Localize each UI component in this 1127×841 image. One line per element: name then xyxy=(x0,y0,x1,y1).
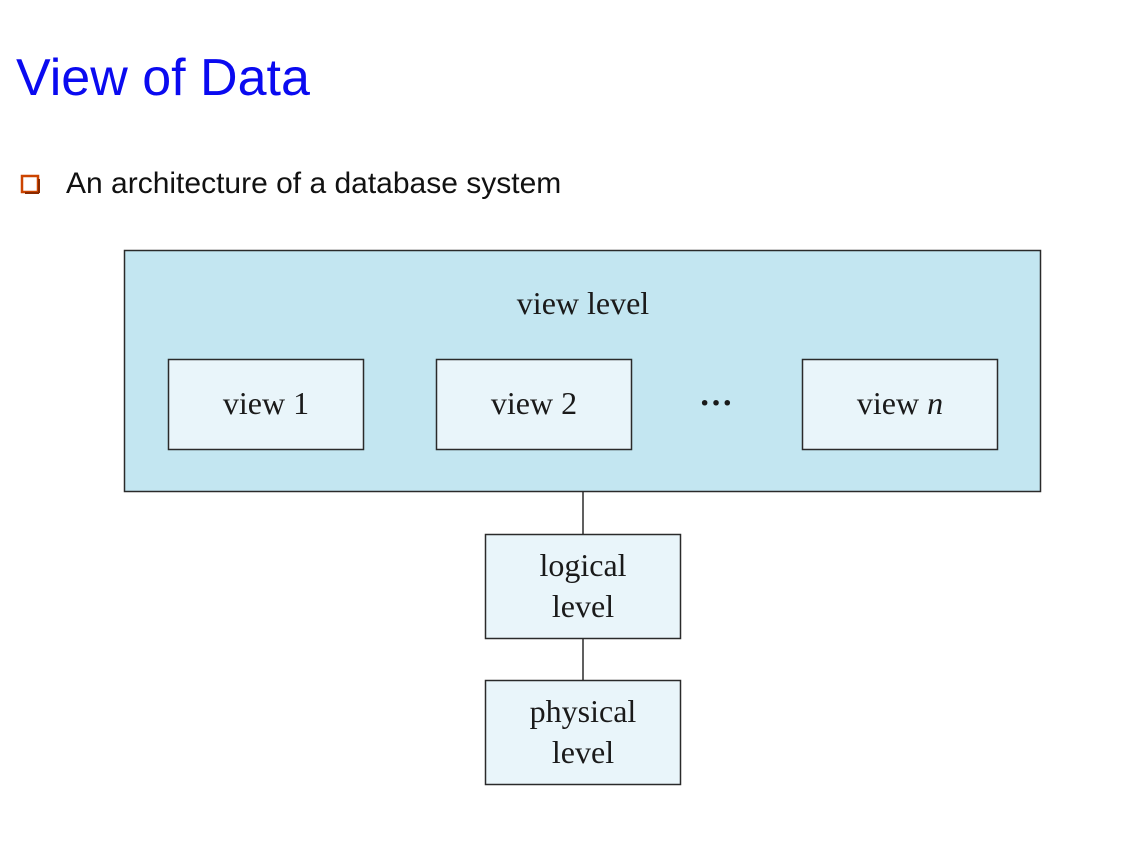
hollow-square-bullet-icon xyxy=(20,174,40,194)
view-1-box xyxy=(167,358,365,451)
bullet-text: An architecture of a database system xyxy=(66,167,562,200)
view-level-label: view level xyxy=(517,285,650,321)
view-n-variable: n xyxy=(927,385,943,421)
bullet-item: An architecture of a database system xyxy=(20,164,561,204)
physical-level-label-line2: level xyxy=(552,734,614,770)
physical-level-label-line1: physical xyxy=(530,693,637,729)
view-n-label: view n xyxy=(857,385,943,421)
view-n-prefix: view xyxy=(857,385,927,421)
view-n-box xyxy=(801,358,999,451)
logical-level-label-line1: logical xyxy=(539,547,626,583)
physical-level-box xyxy=(484,679,682,786)
views-ellipsis: ··· xyxy=(699,385,733,422)
slide-title: View of Data xyxy=(16,49,310,107)
view-2-box xyxy=(435,358,633,451)
view-2-label: view 2 xyxy=(491,385,577,421)
view-1-label: view 1 xyxy=(223,385,309,421)
logical-level-label-line2: level xyxy=(552,588,614,624)
logical-level-box xyxy=(484,533,682,640)
